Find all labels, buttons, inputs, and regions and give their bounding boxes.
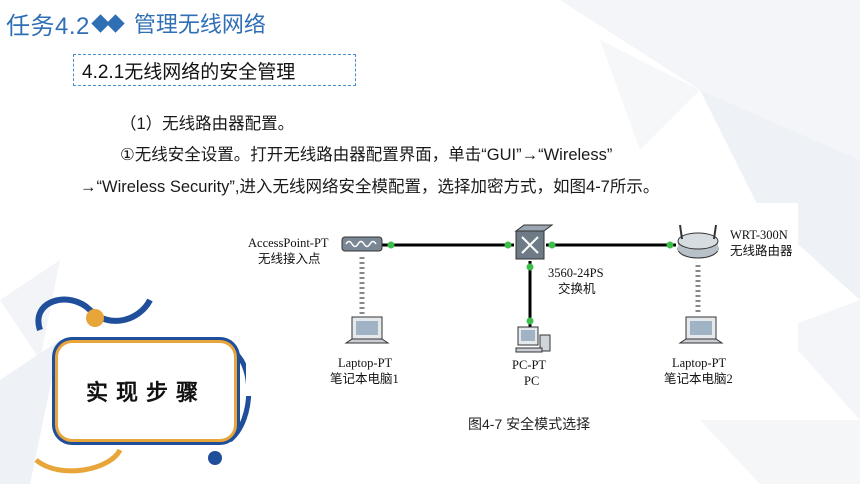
laptop1-desc-label: 笔记本电脑1 [330,371,399,386]
body-line-2: ①无线安全设置。打开无线路由器配置界面，单击“GUI”→“Wireless” [120,146,613,164]
access-point-icon [341,236,383,252]
router-model-label: WRT-300N [730,228,788,242]
laptop2-desc-label: 笔记本电脑2 [664,371,733,386]
switch-model-label: 3560-24PS [548,266,604,280]
wireless-router-icon [677,224,719,259]
laptop-icon [678,316,724,344]
page-title: 任务4.2 管理无线网络 [6,6,266,40]
laptop2-model-label: Laptop-PT [672,356,727,370]
laptop-icon [344,316,390,344]
ap-desc-label: 无线接入点 [258,251,321,266]
body-line-3: →“Wireless Security”,进入无线网络安全模配置，选择加密方式，… [80,178,660,196]
router-desc-label: 无线路由器 [730,243,793,258]
task-number: 任务4.2 [6,12,90,40]
switch-icon [514,224,554,260]
laptop1-model-label: Laptop-PT [338,356,393,370]
task-subtitle: 管理无线网络 [133,12,266,37]
diamond-icon [91,13,125,33]
steps-card: 实现步骤 [58,343,234,439]
steps-card-label: 实现步骤 [85,380,206,405]
pc-desc-label: PC [524,374,539,388]
figure-caption: 图4-7 安全模式选择 [468,416,591,432]
body-line-1: （1）无线路由器配置。 [120,115,295,133]
section-heading: 4.2.1无线网络的安全管理 [73,54,356,86]
ap-name-label: AccessPoint-PT [248,236,329,250]
pc-model-label: PC-PT [512,358,546,372]
pc-icon [515,326,551,353]
network-topology-figure: AccessPoint-PT 无线接入点 3560-24PS 交换机 WRT-3… [246,203,798,396]
switch-desc-label: 交换机 [558,281,596,296]
